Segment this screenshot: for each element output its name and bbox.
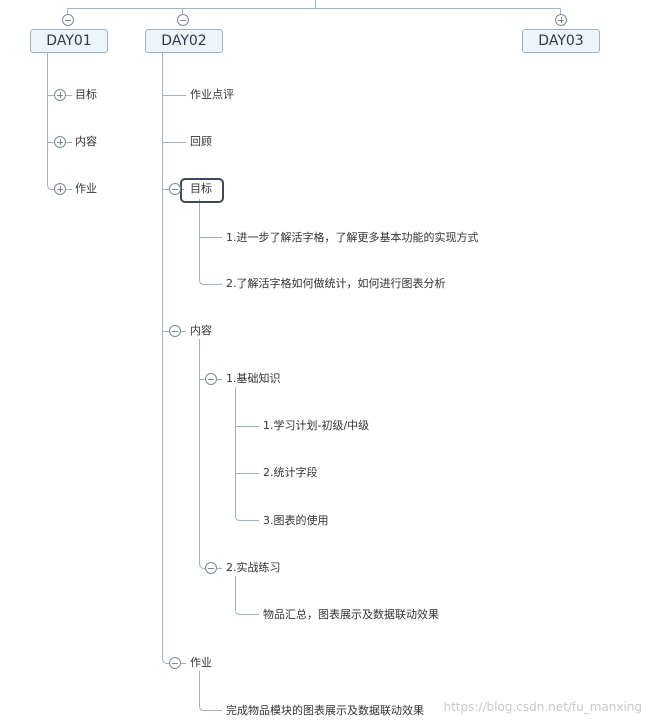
topic-day01-label: DAY01 [46, 33, 92, 49]
day02-branches [162, 95, 186, 332]
day02-basics-item-1[interactable]: 1.学习计划-初级/中级 [263, 419, 370, 432]
day02-practice-item-1[interactable]: 物品汇总，图表展示及数据联动效果 [263, 608, 439, 621]
content-label-ticks [217, 379, 222, 569]
day01-homework[interactable]: 作业 [75, 182, 97, 195]
selected-topic-highlight [180, 178, 224, 203]
day01-goal[interactable]: 目标 [75, 88, 97, 101]
day01-trunk [47, 52, 54, 190]
collapse-day02-content-icon[interactable] [169, 325, 181, 337]
watermark: https://blog.csdn.net/fu_manxing [443, 700, 643, 714]
topic-day03-label: DAY03 [538, 33, 584, 49]
day-drop-connectors [67, 8, 561, 14]
day02-label-ticks [181, 189, 186, 664]
homework-trunk [199, 671, 222, 711]
day02-goal-item-2[interactable]: 2.了解活字格如何做统计，如何进行图表分析 [226, 277, 446, 290]
expand-day01-homework-icon[interactable] [54, 183, 66, 195]
collapse-day02-basics-icon[interactable] [205, 373, 217, 385]
collapse-day02-practice-icon[interactable] [205, 562, 217, 574]
day02-content[interactable]: 内容 [190, 324, 212, 337]
day02-goal[interactable]: 目标 [190, 182, 212, 195]
practice-trunk [235, 576, 259, 615]
topic-day02[interactable]: DAY02 [145, 29, 223, 53]
collapse-day02-homework-icon[interactable] [169, 657, 181, 669]
day01-label-ticks [66, 95, 72, 190]
topic-day01[interactable]: DAY01 [30, 29, 108, 53]
day02-recap[interactable]: 回顾 [190, 135, 212, 148]
day02-homework[interactable]: 作业 [190, 656, 212, 669]
expand-day01-goal-icon[interactable] [54, 89, 66, 101]
day01-content[interactable]: 内容 [75, 135, 97, 148]
day02-basics[interactable]: 1.基础知识 [226, 372, 281, 385]
basics-branches [235, 426, 259, 474]
day02-basics-item-2[interactable]: 2.统计字段 [263, 466, 318, 479]
topic-day02-label: DAY02 [161, 33, 207, 49]
expand-day01-content-icon[interactable] [54, 136, 66, 148]
day02-basics-item-3[interactable]: 3.图表的使用 [263, 514, 329, 527]
day02-trunk [162, 52, 169, 664]
day02-homework-item-1[interactable]: 完成物品模块的图表展示及数据联动效果 [226, 704, 424, 717]
day02-review-homework[interactable]: 作业点评 [190, 88, 234, 101]
goal-trunk [199, 199, 222, 285]
collapse-day02-goal-icon[interactable] [169, 183, 181, 195]
day02-goal-item-1[interactable]: 1.进一步了解活字格，了解更多基本功能的实现方式 [226, 231, 479, 244]
basics-trunk [235, 387, 259, 521]
expand-day03-icon[interactable] [555, 14, 567, 26]
collapse-day01-icon[interactable] [62, 14, 74, 26]
content-trunk [199, 339, 205, 569]
topic-day03[interactable]: DAY03 [522, 29, 600, 53]
collapse-day02-icon[interactable] [177, 14, 189, 26]
day01-branches [47, 95, 54, 143]
day02-practice[interactable]: 2.实战练习 [226, 561, 281, 574]
